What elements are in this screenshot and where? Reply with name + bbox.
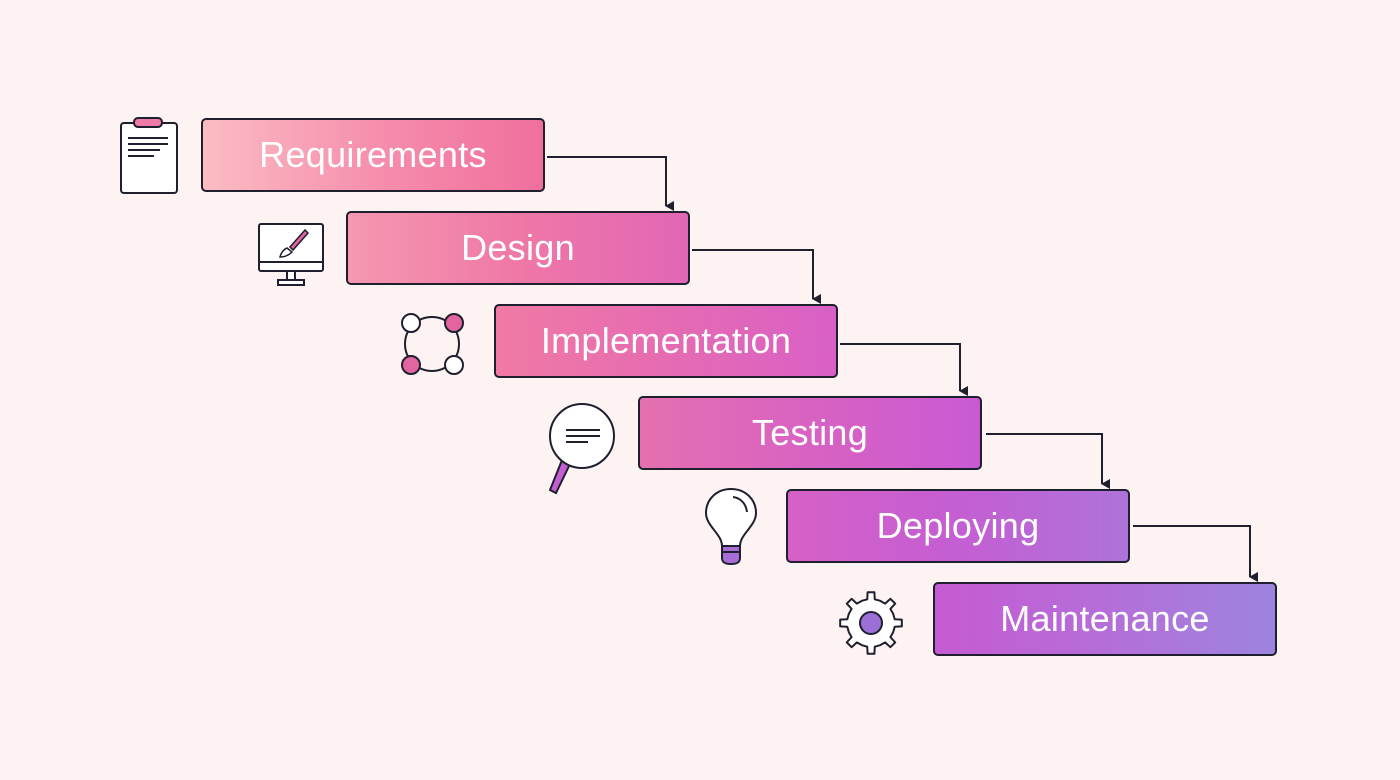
stage-label-implementation: Implementation xyxy=(540,320,792,361)
stage-implementation: Implementation xyxy=(494,304,838,378)
gear-icon xyxy=(839,591,903,655)
monitor-brush-icon xyxy=(258,223,324,286)
connector-arrow-5 xyxy=(1133,525,1258,582)
lightbulb-icon xyxy=(704,487,758,566)
nodes-circle-icon xyxy=(401,313,464,375)
stage-testing: Testing xyxy=(638,396,982,470)
stage-label-testing: Testing xyxy=(751,412,869,453)
connector-arrow-4 xyxy=(986,433,1110,489)
stage-label-deploying: Deploying xyxy=(876,505,1040,546)
connector-arrow-1 xyxy=(547,156,674,211)
connector-arrow-3 xyxy=(840,343,968,396)
stage-label-requirements: Requirements xyxy=(259,134,487,175)
stage-label-design: Design xyxy=(461,227,575,268)
clipboard-icon xyxy=(120,117,178,194)
stage-label-maintenance: Maintenance xyxy=(1000,598,1210,639)
stage-requirements: Requirements xyxy=(201,118,545,192)
stage-maintenance: Maintenance xyxy=(933,582,1277,656)
stage-deploying: Deploying xyxy=(786,489,1130,563)
stage-design: Design xyxy=(346,211,690,285)
magnifier-icon xyxy=(548,403,615,495)
connector-arrow-2 xyxy=(692,249,821,304)
